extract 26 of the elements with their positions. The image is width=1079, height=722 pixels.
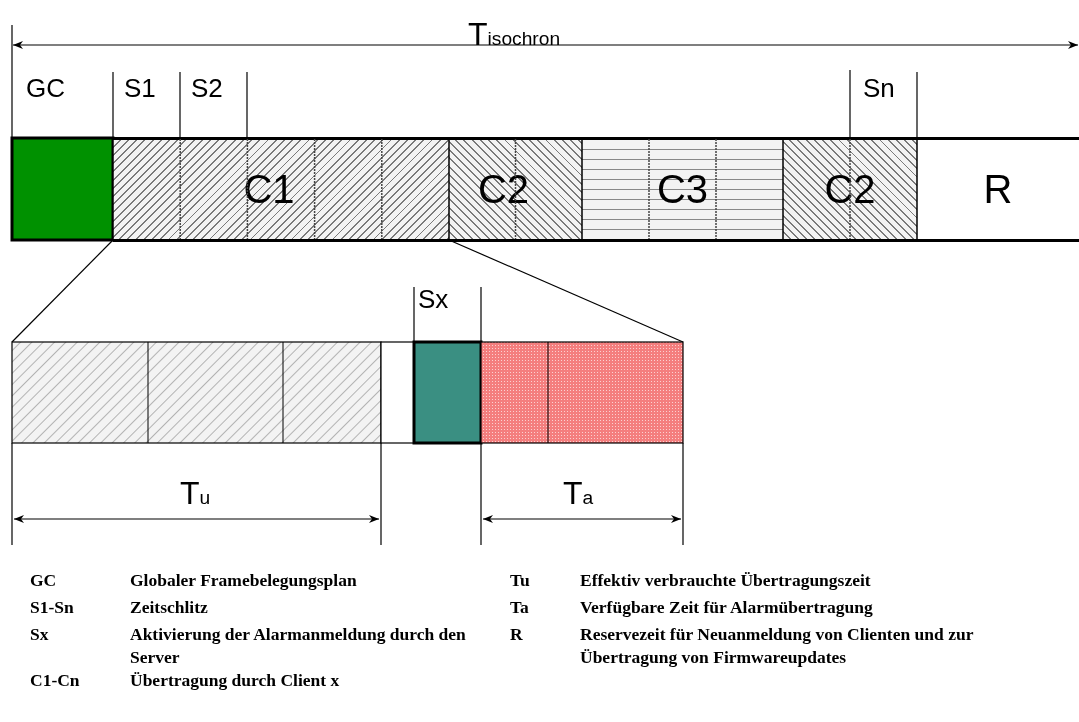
legend-abbreviation: Sx bbox=[30, 623, 50, 646]
legend-abbreviation: C1-Cn bbox=[30, 669, 81, 692]
segment-label: C2 bbox=[824, 166, 876, 212]
client-transfer-segment bbox=[113, 136, 449, 242]
slot-label: Sn bbox=[863, 75, 895, 101]
segment-label: C3 bbox=[656, 166, 709, 212]
legend-description: Übertragung durch Client x bbox=[130, 669, 341, 692]
legend-description: Globaler Framebelegungsplan bbox=[130, 569, 358, 592]
segment-label: C1 bbox=[243, 166, 295, 212]
slot-label: S1 bbox=[124, 75, 156, 101]
legend-description: Zeitschlitz bbox=[130, 596, 209, 619]
legend-description: Effektiv verbrauchte Übertragungszeit bbox=[580, 569, 872, 592]
client-transfer-segment bbox=[449, 136, 582, 242]
legend-description: Reservezeit für Neuanmeldung von Clienten und zur Übertragung von Firmwareupdates bbox=[580, 623, 975, 669]
client-transfer-segment bbox=[783, 136, 917, 242]
segment-label: C2 bbox=[477, 166, 530, 212]
reserve-segment bbox=[917, 136, 1079, 242]
client-transfer-segment bbox=[582, 136, 783, 242]
segment-label: R bbox=[983, 166, 1013, 212]
slot-label: Sx bbox=[418, 286, 449, 312]
slot-label: GC bbox=[26, 75, 65, 101]
legend-description: Verfügbare Zeit für Alarmübertragung bbox=[580, 596, 874, 619]
legend-abbreviation: S1-Sn bbox=[30, 596, 75, 619]
slot-label: S2 bbox=[191, 75, 223, 101]
legend-abbreviation: GC bbox=[30, 569, 58, 592]
legend-description: Aktivierung der Alarmanmeldung durch den Server bbox=[130, 623, 467, 669]
